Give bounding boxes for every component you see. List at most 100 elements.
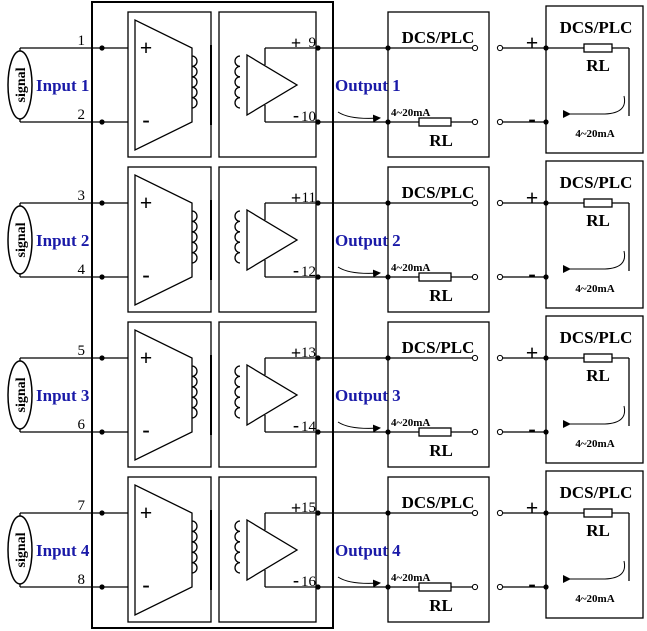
pin-number: 6 <box>78 417 86 433</box>
terminal-open-icon <box>496 509 504 517</box>
resistor-label: RL <box>429 131 453 150</box>
terminal-open-icon <box>496 273 504 281</box>
dcs-plc-label: DCS/PLC <box>402 183 475 202</box>
pin-number: 12 <box>301 264 316 280</box>
junction-dot <box>315 429 321 435</box>
input-amplifier-block <box>127 166 212 313</box>
output-label: Output 2 <box>335 231 401 250</box>
dcs-plc-box <box>545 315 644 464</box>
plus-sign: + <box>291 498 301 518</box>
junction-dot <box>99 584 105 590</box>
load-resistor-icon <box>418 117 452 127</box>
transformer-coil-icon <box>234 210 241 264</box>
dcs-plc-label: DCS/PLC <box>402 338 475 357</box>
terminal-open-icon <box>471 199 479 207</box>
plus-sign: + <box>140 500 153 525</box>
load-resistor-icon <box>583 508 613 518</box>
current-label: 4~20mA <box>391 572 430 584</box>
junction-dot <box>99 119 105 125</box>
junction-dot <box>315 510 321 516</box>
amplifier-triangle-icon <box>246 53 299 117</box>
current-arrow-icon <box>563 405 626 428</box>
output-amplifier-block <box>218 11 317 158</box>
pin-number: 7 <box>78 498 86 514</box>
transformer-coil-icon <box>234 365 241 419</box>
pin-number: 13 <box>301 345 316 361</box>
minus-sign: - <box>142 107 149 132</box>
current-label: 4~20mA <box>391 262 430 274</box>
minus-sign: - <box>528 106 535 131</box>
input-amplifier-block <box>127 321 212 468</box>
terminal-open-icon <box>471 354 479 362</box>
minus-sign: - <box>293 260 299 280</box>
resistor-label: RL <box>586 521 610 540</box>
resistor-label: RL <box>429 596 453 615</box>
terminal-open-icon <box>471 44 479 52</box>
signal-label: signal <box>14 67 29 102</box>
plus-sign: + <box>526 30 539 55</box>
transformer-coil-icon <box>234 520 241 574</box>
minus-sign: - <box>528 571 535 596</box>
output-label: Output 1 <box>335 76 401 95</box>
load-resistor-icon <box>418 272 452 282</box>
terminal-open-icon <box>471 509 479 517</box>
pin-number: 1 <box>78 33 86 49</box>
dcs-plc-label: DCS/PLC <box>402 28 475 47</box>
terminal-open-icon <box>471 118 479 126</box>
amplifier-triangle-icon <box>134 328 193 462</box>
amplifier-triangle-icon <box>246 518 299 582</box>
minus-sign: - <box>142 417 149 442</box>
dcs-plc-box <box>387 166 490 313</box>
load-resistor-icon <box>583 353 613 363</box>
load-resistor-icon <box>418 427 452 437</box>
resistor-label: RL <box>429 441 453 460</box>
terminal-open-icon <box>496 199 504 207</box>
terminal-open-icon <box>496 354 504 362</box>
input-amplifier-block <box>127 11 212 158</box>
dcs-plc-box <box>545 470 644 619</box>
input-amplifier-block <box>127 476 212 623</box>
minus-sign: - <box>293 415 299 435</box>
pin-number: 9 <box>309 35 317 51</box>
terminal-open-icon <box>496 118 504 126</box>
plus-sign: + <box>140 35 153 60</box>
transformer-coil-icon <box>191 55 198 109</box>
module-enclosure <box>91 1 334 629</box>
junction-dot <box>315 119 321 125</box>
minus-sign: - <box>293 105 299 125</box>
output-label: Output 3 <box>335 386 401 405</box>
input-label: Input 3 <box>36 386 89 405</box>
current-arrow-icon <box>337 576 381 588</box>
minus-sign: - <box>142 572 149 597</box>
output-amplifier-block <box>218 166 317 313</box>
current-label: 4~20mA <box>575 593 614 605</box>
current-arrow-icon <box>563 250 626 273</box>
load-resistor-icon <box>418 582 452 592</box>
junction-dot <box>99 355 105 361</box>
pin-number: 10 <box>301 109 316 125</box>
dcs-plc-box <box>545 5 644 154</box>
output-amplifier-block <box>218 476 317 623</box>
amplifier-triangle-icon <box>134 18 193 152</box>
amplifier-triangle-icon <box>134 483 193 617</box>
resistor-label: RL <box>586 56 610 75</box>
pin-number: 5 <box>78 343 86 359</box>
plus-sign: + <box>140 345 153 370</box>
dcs-plc-label: DCS/PLC <box>402 493 475 512</box>
resistor-label: RL <box>586 366 610 385</box>
terminal-open-icon <box>471 583 479 591</box>
junction-dot <box>99 200 105 206</box>
terminal-open-icon <box>471 428 479 436</box>
junction-dot <box>315 584 321 590</box>
minus-sign: - <box>528 416 535 441</box>
junction-dot <box>99 510 105 516</box>
dcs-plc-label: DCS/PLC <box>560 483 633 502</box>
minus-sign: - <box>142 262 149 287</box>
dcs-plc-box <box>387 11 490 158</box>
plus-sign: + <box>526 185 539 210</box>
transformer-coil-icon <box>234 55 241 109</box>
current-label: 4~20mA <box>575 128 614 140</box>
junction-dot <box>315 274 321 280</box>
current-arrow-icon <box>563 560 626 583</box>
